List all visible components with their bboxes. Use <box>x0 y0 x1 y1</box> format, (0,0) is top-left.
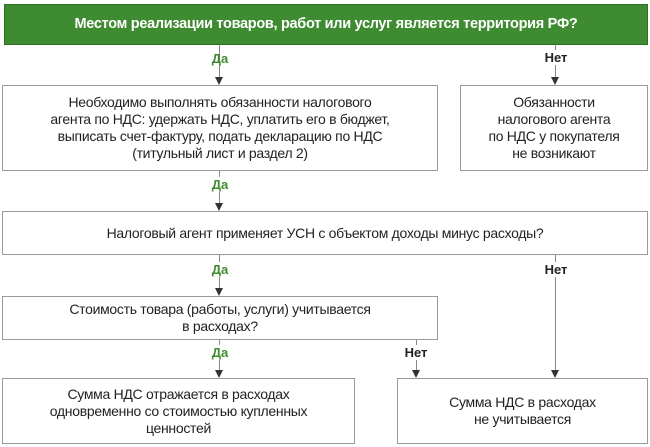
text-line: Сумма НДС в расходах <box>449 394 596 410</box>
arrow-down-icon <box>215 288 223 296</box>
agent-duties-box: Необходимо выполнять обязанности налогов… <box>2 85 438 171</box>
arrow-down-icon <box>412 370 420 378</box>
text-line: Сумма НДС отражается в расходах <box>67 385 290 402</box>
label-no: Нет <box>544 262 568 277</box>
question-cost-box: Стоимость товара (работы, услуги) учитыв… <box>2 296 438 340</box>
text-line: Необходимо выполнять обязанности налогов… <box>68 94 372 110</box>
text-line: выписать счет-фактуру, подать декларацию… <box>57 128 383 144</box>
text-line: в расходах? <box>182 318 258 334</box>
text-line: агента по НДС: удержать НДС, уплатить ег… <box>50 111 390 127</box>
label-yes: Да <box>211 177 229 192</box>
arrow-down-icon <box>215 203 223 211</box>
connector <box>219 45 220 77</box>
arrow-down-icon <box>215 77 223 85</box>
text-line: (титульный лист и раздел 2) <box>132 145 308 161</box>
text-line: по НДС у покупателя <box>488 128 620 144</box>
label-no: Нет <box>544 50 568 65</box>
text-line: Стоимость товара (работы, услуги) учитыв… <box>69 301 371 317</box>
arrow-down-icon <box>215 370 223 378</box>
label-yes: Да <box>211 262 229 277</box>
question-place-of-sale: Местом реализации товаров, работ или усл… <box>4 4 648 45</box>
arrow-down-icon <box>551 370 559 378</box>
vat-in-expenses-box: Сумма НДС отражается в расходах одноврем… <box>2 378 355 444</box>
question-text: Местом реализации товаров, работ или усл… <box>74 16 578 32</box>
label-yes: Да <box>211 345 229 360</box>
text-line: не учитывается <box>473 411 572 427</box>
no-duties-box: Обязанности налогового агента по НДС у п… <box>460 85 648 171</box>
text-line: налогового агента <box>497 111 611 127</box>
connector <box>555 255 556 370</box>
label-no: Нет <box>404 345 428 360</box>
text-line: не возникают <box>512 145 596 161</box>
arrow-down-icon <box>551 77 559 85</box>
question-text: Налоговый агент применяет УСН с объектом… <box>106 224 544 241</box>
text-line: ценностей <box>145 419 212 436</box>
question-usn-box: Налоговый агент применяет УСН с объектом… <box>2 211 648 255</box>
text-line: Обязанности <box>513 94 595 110</box>
vat-not-counted-box: Сумма НДС в расходах не учитывается <box>397 378 648 444</box>
text-line: одновременно со стоимостью купленных <box>49 402 308 419</box>
label-yes: Да <box>211 51 229 66</box>
